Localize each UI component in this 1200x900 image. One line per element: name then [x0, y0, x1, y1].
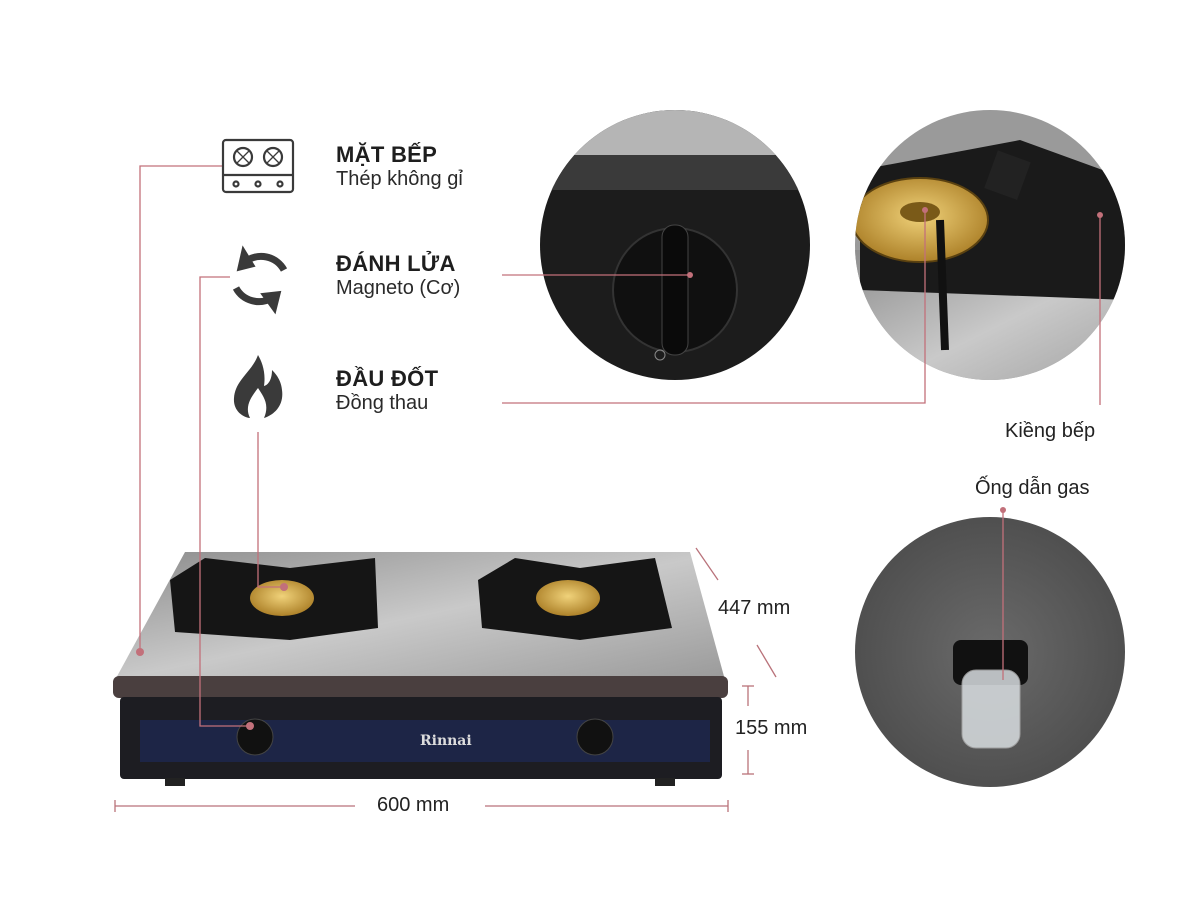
burner-closeup [855, 110, 1125, 380]
feature-title: ĐẦU ĐỐT [336, 366, 439, 391]
width-dimension: 600 mm [377, 794, 450, 816]
dimension-lines [114, 547, 777, 812]
depth-dimension: 447 mm [718, 597, 791, 619]
flame-icon [233, 355, 283, 418]
feature-value: Đồng thau [336, 392, 429, 414]
feature-title: ĐÁNH LỬA [336, 251, 456, 276]
ignition-knob-closeup [540, 110, 810, 380]
left-burner [250, 580, 314, 616]
feature-value: Magneto (Cơ) [336, 277, 461, 299]
feature-ignition: ĐÁNH LỬA Magneto (Cơ) [336, 251, 460, 300]
right-burner [536, 580, 600, 616]
gas-stove-image: Rinnai [113, 552, 728, 786]
pan-support-label: Kiềng bếp [1005, 420, 1096, 442]
gas-pipe-closeup [855, 517, 1125, 787]
right-knob [576, 718, 614, 756]
brand-logo: Rinnai [420, 733, 472, 749]
feature-surface: MẶT BẾP Thép không gỉ [336, 142, 463, 191]
stove-top-icon [221, 138, 295, 194]
feature-value: Thép không gỉ [336, 168, 463, 190]
left-knob [236, 718, 274, 756]
refresh-icon [232, 245, 288, 315]
leader-dots [136, 207, 1103, 730]
height-dimension: 155 mm [735, 717, 808, 739]
leader-lines [139, 165, 1101, 727]
feature-title: MẶT BẾP [336, 142, 438, 167]
feature-burner: ĐẦU ĐỐT Đồng thau [336, 366, 438, 415]
gas-pipe-label: Ống dẫn gas [975, 477, 1090, 499]
